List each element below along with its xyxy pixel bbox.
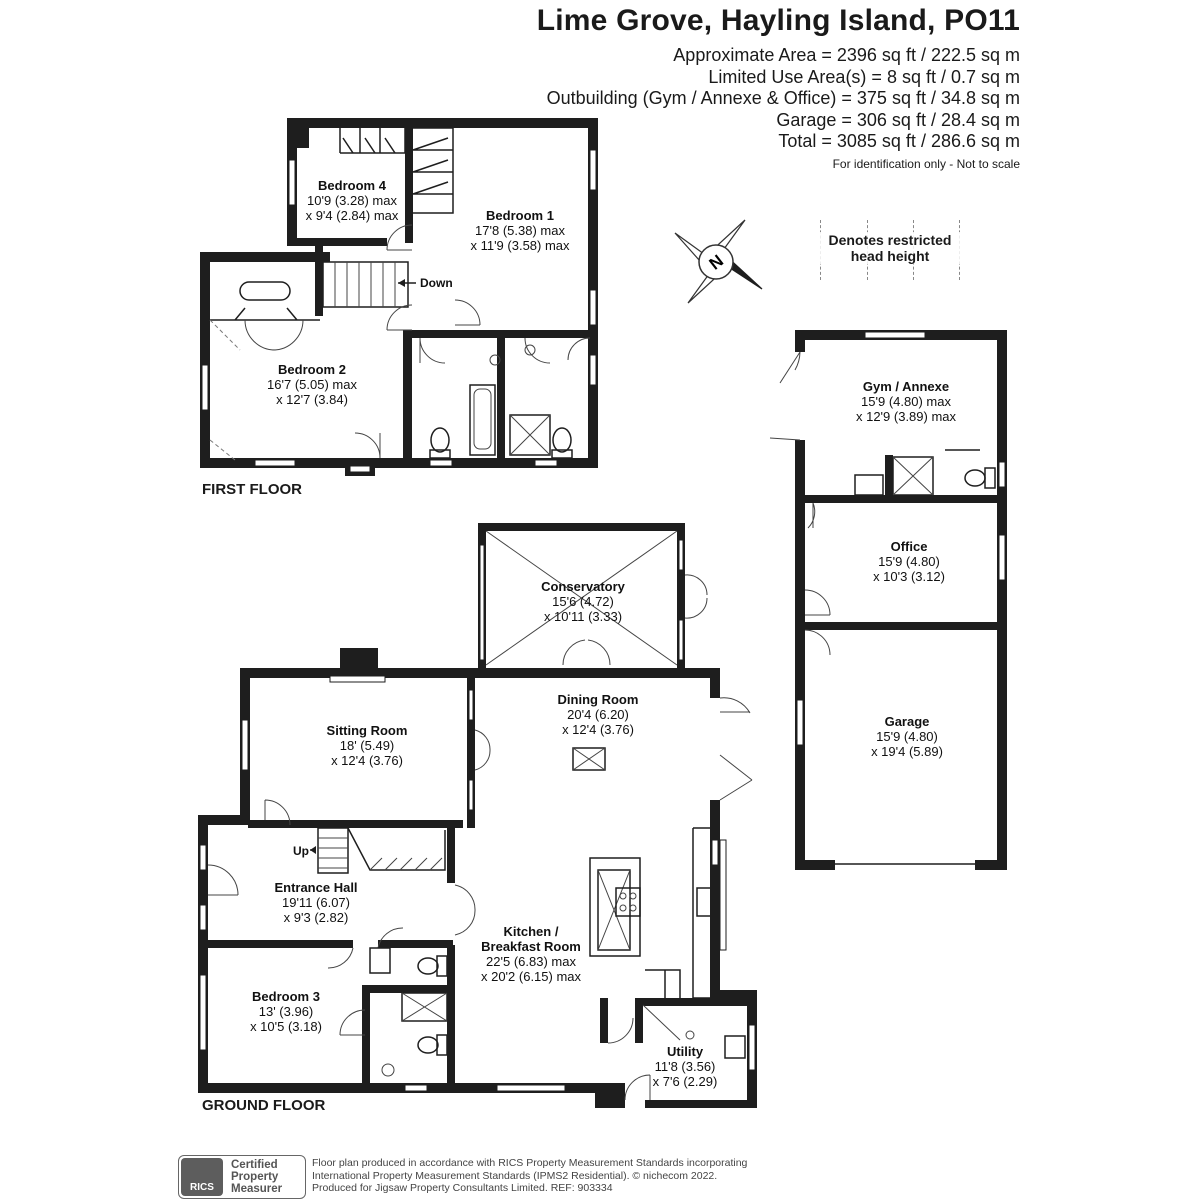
page-title: Lime Grove, Hayling Island, PO11	[536, 4, 1020, 37]
area-summary: Approximate Area = 2396 sq ft / 222.5 sq…	[547, 45, 1020, 153]
room-garage: Garage 15'9 (4.80) x 19'4 (5.89)	[871, 714, 943, 759]
room-dimension: 15'6 (4.72)	[552, 594, 614, 609]
room-dimension: x 10'5 (3.18)	[250, 1019, 322, 1034]
scale-disclaimer: For identification only - Not to scale	[832, 157, 1020, 171]
room-dimension: x 19'4 (5.89)	[871, 744, 943, 759]
footer-line-2: International Property Measurement Stand…	[312, 1169, 718, 1182]
room-dimension: x 10'11 (3.33)	[544, 609, 622, 624]
rics-certified-text: Certified Property Measurer	[231, 1159, 282, 1195]
restricted-height-line-2: head height	[850, 248, 930, 264]
room-conservatory: Conservatory 15'6 (4.72) x 10'11 (3.33)	[541, 579, 626, 624]
room-name: Conservatory	[541, 579, 626, 594]
room-name: Bedroom 2	[278, 362, 346, 377]
room-dimension: x 12'4 (3.76)	[562, 722, 634, 737]
room-dining-room: Dining Room 20'4 (6.20) x 12'4 (3.76)	[558, 692, 639, 737]
room-dimension: x 10'3 (3.12)	[873, 569, 945, 584]
room-sitting-room: Sitting Room 18' (5.49) x 12'4 (3.76)	[327, 723, 408, 768]
room-bedroom-1: Bedroom 1 17'8 (5.38) max x 11'9 (3.58) …	[470, 208, 570, 253]
room-name: Bedroom 4	[318, 178, 387, 193]
footer-line-1: Floor plan produced in accordance with R…	[312, 1157, 748, 1169]
footer-credits: Floor plan produced in accordance with R…	[312, 1157, 747, 1195]
room-dimension: x 7'6 (2.29)	[653, 1074, 718, 1089]
rics-text-line-3: Measurer	[231, 1183, 283, 1195]
room-dimension: 20'4 (6.20)	[567, 707, 629, 722]
room-bedroom-3: Bedroom 3 13' (3.96) x 10'5 (3.18)	[250, 989, 322, 1034]
room-office: Office 15'9 (4.80) x 10'3 (3.12)	[873, 539, 945, 584]
footer-line-3: Produced for Jigsaw Property Consultants…	[312, 1182, 613, 1194]
room-bedroom-4: Bedroom 4 10'9 (3.28) max x 9'4 (2.84) m…	[306, 178, 399, 223]
room-utility: Utility 11'8 (3.56) x 7'6 (2.29)	[653, 1044, 718, 1089]
room-dimension: 18' (5.49)	[340, 738, 395, 753]
room-name: Bedroom 1	[486, 208, 554, 223]
room-name: Bedroom 3	[252, 989, 320, 1004]
first-floor-label: FIRST FLOOR	[202, 481, 302, 498]
rics-text-line-2: Property	[231, 1171, 279, 1183]
room-dimension: 11'8 (3.56)	[655, 1059, 716, 1074]
room-entrance-hall: Entrance Hall 19'11 (6.07) x 9'3 (2.82)	[274, 880, 357, 925]
rics-mark: RICS	[181, 1158, 223, 1196]
room-bedroom-2: Bedroom 2 16'7 (5.05) max x 12'7 (3.84)	[267, 362, 357, 407]
room-dimension: 15'9 (4.80)	[878, 554, 940, 569]
room-name: Gym / Annexe	[863, 379, 949, 394]
room-dimension: 22'5 (6.83) max	[486, 954, 576, 969]
room-dimension: x 11'9 (3.58) max	[470, 238, 570, 253]
room-name: Sitting Room	[327, 723, 408, 738]
room-kitchen: Kitchen / Breakfast Room 22'5 (6.83) max…	[481, 924, 582, 984]
restricted-height-text: Denotes restricted head height	[820, 232, 960, 264]
room-gym-annexe: Gym / Annexe 15'9 (4.80) max x 12'9 (3.8…	[856, 379, 957, 424]
area-outbuilding: Outbuilding (Gym / Annexe & Office) = 37…	[546, 88, 1020, 108]
rics-logo: RICS Certified Property Measurer	[178, 1155, 306, 1199]
ground-floor-label: GROUND FLOOR	[202, 1097, 326, 1114]
room-dimension: 10'9 (3.28) max	[307, 193, 397, 208]
area-approximate: Approximate Area = 2396 sq ft / 222.5 sq…	[673, 45, 1020, 65]
restricted-height-legend: Denotes restricted head height	[820, 220, 960, 280]
room-dimension: 19'11 (6.07)	[282, 895, 350, 910]
outbuilding-plan	[769, 330, 1007, 870]
area-limited-use: Limited Use Area(s) = 8 sq ft / 0.7 sq m	[708, 66, 1020, 87]
rics-text-line-1: Certified	[231, 1159, 278, 1171]
first-floor-plan: Down	[200, 118, 598, 476]
stairs-down-label: Down	[420, 276, 453, 290]
room-dimension: x 12'4 (3.76)	[331, 753, 403, 768]
room-dimension: x 12'9 (3.89) max	[856, 409, 957, 424]
room-dimension: 15'9 (4.80)	[876, 729, 938, 744]
room-dimension: x 9'4 (2.84) max	[306, 208, 399, 223]
room-name: Office	[891, 539, 928, 554]
room-name: Breakfast Room	[481, 939, 581, 954]
room-name: Utility	[667, 1044, 704, 1059]
room-name: Dining Room	[558, 692, 639, 707]
room-dimension: 15'9 (4.80) max	[861, 394, 951, 409]
area-total: Total = 3085 sq ft / 286.6 sq m	[778, 131, 1020, 151]
room-dimension: 17'8 (5.38) max	[475, 223, 565, 238]
room-labels: Bedroom 4 10'9 (3.28) max x 9'4 (2.84) m…	[250, 178, 956, 1089]
room-dimension: 13' (3.96)	[259, 1004, 314, 1019]
area-garage: Garage = 306 sq ft / 28.4 sq m	[776, 109, 1020, 130]
room-name: Kitchen /	[504, 924, 559, 939]
room-name: Entrance Hall	[274, 880, 357, 895]
room-dimension: 16'7 (5.05) max	[267, 377, 357, 392]
stairs-up-label: Up	[293, 844, 309, 858]
room-name: Garage	[885, 714, 930, 729]
ground-floor-plan: Up	[198, 523, 757, 1108]
restricted-height-line-1: Denotes restricted	[828, 232, 952, 248]
room-dimension: x 12'7 (3.84)	[276, 392, 348, 407]
room-dimension: x 9'3 (2.82)	[284, 910, 349, 925]
compass-icon: N	[674, 219, 763, 304]
room-dimension: x 20'2 (6.15) max	[481, 969, 582, 984]
